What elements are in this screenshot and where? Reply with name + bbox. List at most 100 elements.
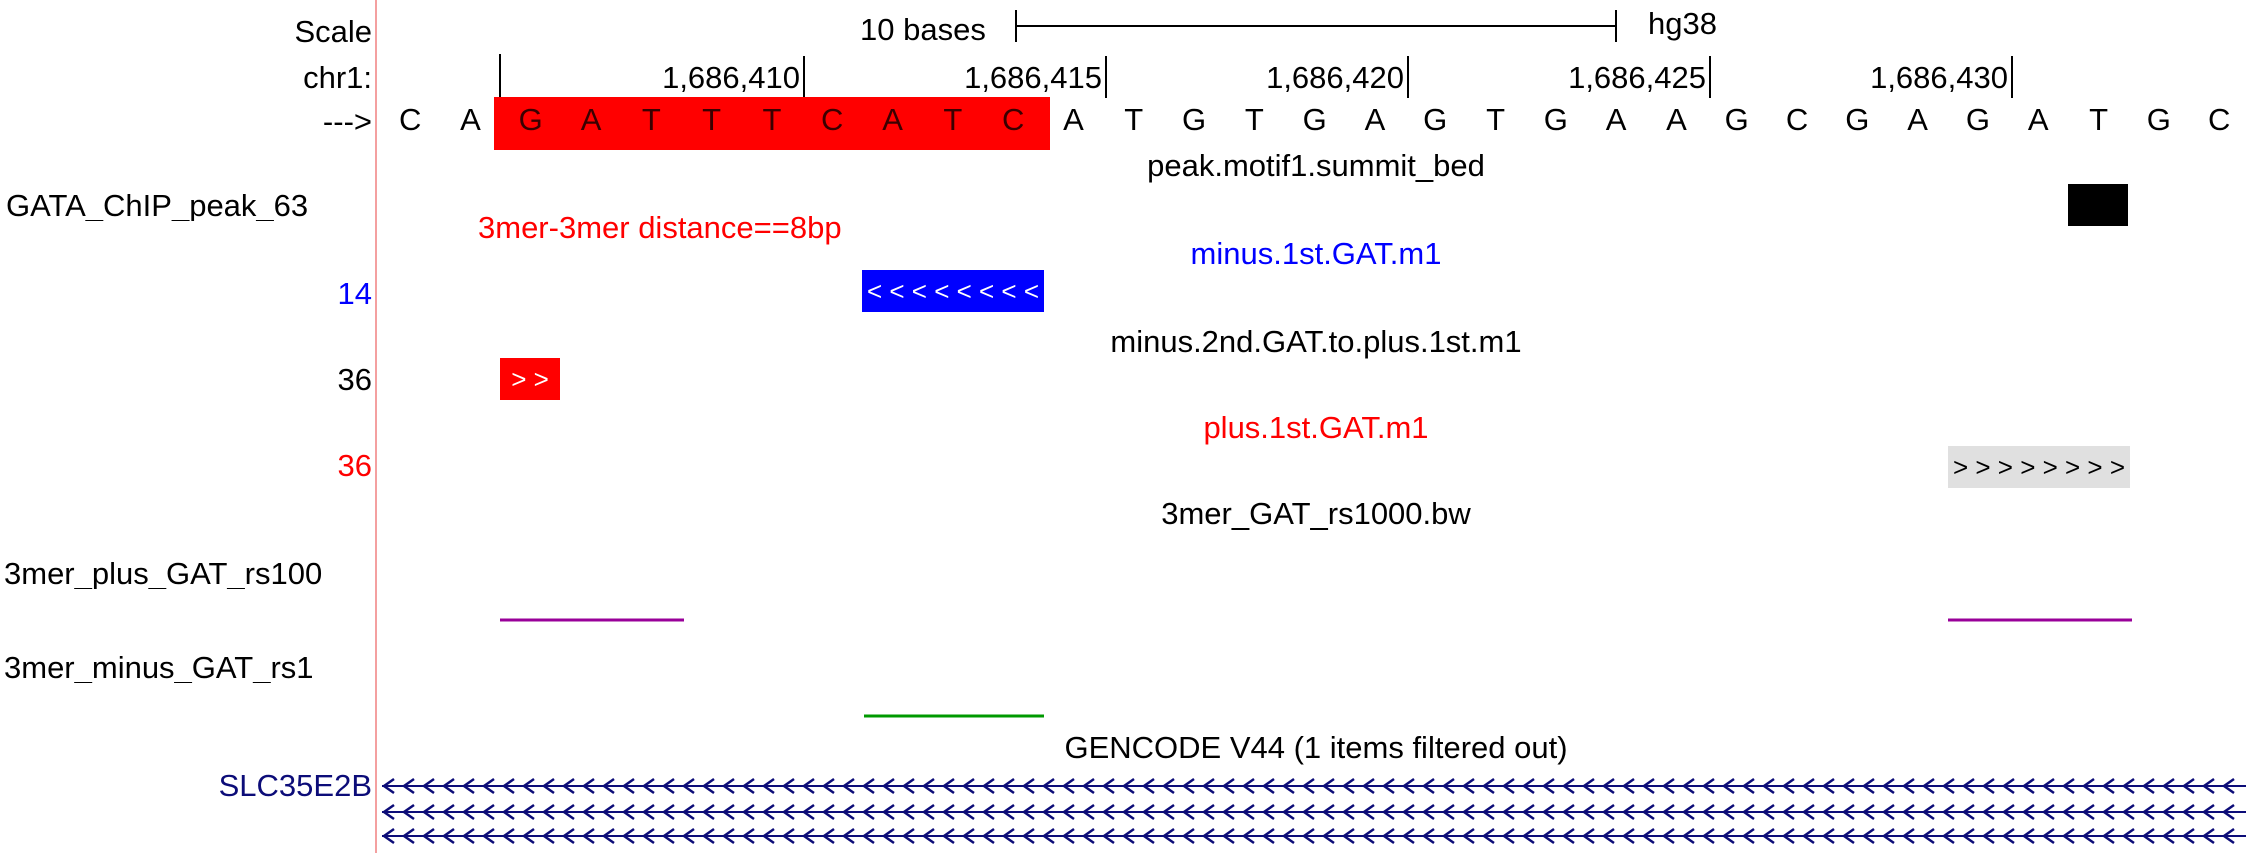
strand-chevron <box>1621 777 1635 795</box>
strand-chevron <box>1961 777 1975 795</box>
gene-label[interactable]: SLC35E2B <box>218 768 372 803</box>
minus-first-track-label[interactable]: 14 <box>337 276 372 311</box>
minus-first-feature[interactable] <box>862 270 1044 312</box>
strand-chevron <box>381 803 395 821</box>
strand-chevron <box>1541 777 1555 795</box>
strand-chevron <box>1821 803 1835 821</box>
strand-chevron <box>1341 777 1355 795</box>
sequence-base: T <box>702 102 722 137</box>
strand-chevron <box>2161 827 2175 845</box>
strand-chevron <box>1021 803 1035 821</box>
strand-chevron <box>681 777 695 795</box>
strand-chevron <box>2201 777 2215 795</box>
strand-chevron <box>1221 827 1235 845</box>
sequence-base: G <box>1181 102 1207 137</box>
strand-chevron <box>721 827 735 845</box>
strand-chevron <box>1021 777 1035 795</box>
strand-chevron <box>1561 803 1575 821</box>
motif-highlight <box>494 97 1050 150</box>
strand-chevron <box>1301 777 1315 795</box>
strand-chevron <box>761 777 775 795</box>
strand-chevron <box>1441 803 1455 821</box>
strand-chevron <box>1981 803 1995 821</box>
strand-chevron <box>1581 777 1595 795</box>
strand-chevron <box>641 803 655 821</box>
strand-chevron <box>1661 827 1675 845</box>
strand-chevron <box>1601 777 1615 795</box>
gencode-gene-body[interactable] <box>381 777 2246 845</box>
strand-chevron <box>941 827 955 845</box>
strand-chevron <box>881 777 895 795</box>
strand-chevron <box>1641 803 1655 821</box>
strand-chevron <box>1681 777 1695 795</box>
strand-chevron <box>921 777 935 795</box>
strand-chevron <box>2121 803 2135 821</box>
strand-chevron <box>661 777 675 795</box>
strand-chevron <box>921 827 935 845</box>
strand-chevron <box>1901 827 1915 845</box>
strand-chevron <box>1561 777 1575 795</box>
strand-chevron <box>1241 827 1255 845</box>
strand-chevron <box>1801 827 1815 845</box>
strand-chevron <box>1401 777 1415 795</box>
strand-chevron <box>1561 827 1575 845</box>
strand-chevron <box>661 803 675 821</box>
strand-chevron <box>1921 777 1935 795</box>
plus-first-feature[interactable] <box>1948 446 2130 488</box>
strand-chevron <box>2021 803 2035 821</box>
strand-chevron <box>821 803 835 821</box>
strand-chevron <box>601 827 615 845</box>
strand-chevron <box>421 827 435 845</box>
strand-chevron <box>741 827 755 845</box>
bigwig-plus-track-label[interactable]: 3mer_plus_GAT_rs100 <box>4 558 323 589</box>
strand-chevron <box>1201 827 1215 845</box>
strand-chevron <box>481 827 495 845</box>
strand-chevron <box>2021 777 2035 795</box>
minus-second-track-label[interactable]: 36 <box>337 362 372 397</box>
strand-chevron <box>1601 827 1615 845</box>
strand-chevron <box>521 827 535 845</box>
strand-chevron <box>641 777 655 795</box>
strand-chevron <box>1981 777 1995 795</box>
strand-chevron <box>481 777 495 795</box>
sequence-base: T <box>1486 102 1505 137</box>
strand-chevron <box>1441 827 1455 845</box>
strand-chevron <box>1801 803 1815 821</box>
peak-feature[interactable] <box>2068 184 2128 226</box>
strand-chevron <box>821 827 835 845</box>
strand-chevron <box>1321 803 1335 821</box>
strand-chevron <box>2141 803 2155 821</box>
minus-second-feature[interactable] <box>500 358 560 400</box>
plus-first-track-label[interactable]: 36 <box>337 448 372 483</box>
strand-chevron <box>1221 803 1235 821</box>
sequence-base: A <box>460 102 481 137</box>
bigwig-minus-track-label[interactable]: 3mer_minus_GAT_rs1 <box>4 652 314 683</box>
strand-chevron <box>1461 803 1475 821</box>
position-label: 1,686,425 <box>1568 60 1706 95</box>
strand-chevron <box>761 827 775 845</box>
strand-chevron <box>1741 777 1755 795</box>
strand-chevron <box>1781 803 1795 821</box>
strand-chevron <box>1721 777 1735 795</box>
strand-chevron <box>1941 777 1955 795</box>
strand-chevron <box>2121 777 2135 795</box>
strand-chevron <box>1421 777 1435 795</box>
strand-chevron <box>1061 803 1075 821</box>
peak-track-label[interactable]: GATA_ChIP_peak_63 <box>6 190 309 221</box>
scale-value: 10 bases <box>860 12 986 47</box>
strand-chevron <box>741 803 755 821</box>
strand-chevron <box>1641 777 1655 795</box>
strand-chevron <box>701 803 715 821</box>
scale-label: Scale <box>294 14 372 49</box>
position-ticks <box>499 54 2013 98</box>
strand-chevron <box>1121 777 1135 795</box>
strand-chevron <box>881 827 895 845</box>
strand-chevron <box>561 803 575 821</box>
strand-chevron <box>621 803 635 821</box>
strand-chevron <box>1501 777 1515 795</box>
strand-chevron <box>1481 777 1495 795</box>
minus-second-track-title: minus.2nd.GAT.to.plus.1st.m1 <box>1110 324 1522 359</box>
strand-chevron <box>441 803 455 821</box>
strand-chevron <box>2181 777 2195 795</box>
